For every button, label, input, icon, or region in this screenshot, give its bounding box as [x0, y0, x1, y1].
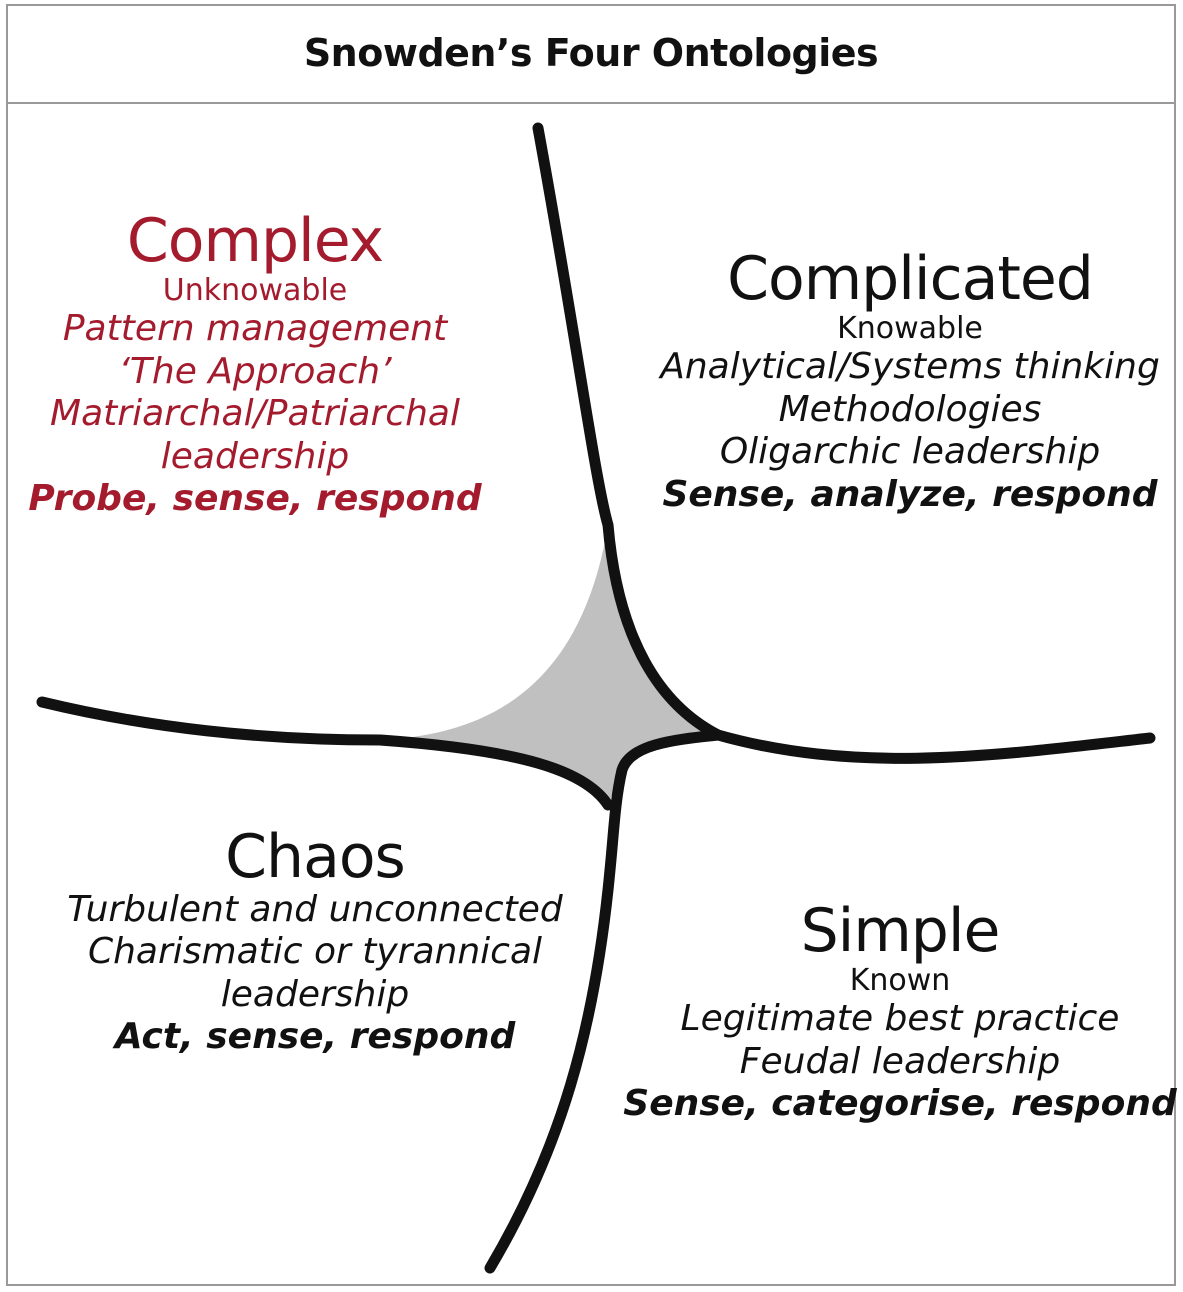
complicated-action: Sense, analyze, respond [662, 473, 1158, 515]
diagram-title: Snowden’s Four Ontologies [303, 31, 879, 75]
simple-knowledge: Known [849, 963, 951, 998]
complicated-line: Analytical/Systems thinking [660, 346, 1160, 388]
upper-boundary-line [532, 122, 1156, 764]
simple-action: Sense, categorise, respond [623, 1083, 1177, 1125]
simple-line: Feudal leadership [739, 1040, 1061, 1082]
complicated-quadrant: Complicated Knowable Analytical/Systems … [640, 248, 1180, 516]
complicated-knowledge: Knowable [837, 311, 983, 346]
simple-line: Legitimate best practice [680, 998, 1120, 1040]
complex-action: Probe, sense, respond [28, 478, 482, 520]
complex-line: Matriarchal/Patriarchal [50, 393, 460, 435]
chaos-line: Turbulent and unconnected [67, 889, 563, 930]
complex-line: leadership [160, 435, 350, 477]
simple-quadrant: Simple Known Legitimate best practice Fe… [610, 900, 1183, 1126]
simple-name: Simple [800, 896, 1001, 966]
chaos-line: leadership [220, 973, 410, 1015]
complicated-name: Complicated [727, 244, 1094, 314]
chaos-name: Chaos [225, 822, 406, 892]
chaos-quadrant: Chaos Turbulent and unconnected Charisma… [45, 826, 585, 1059]
left-boundary-line [36, 696, 614, 811]
complex-name: Complex [126, 206, 384, 276]
complex-knowledge: Unknowable [162, 273, 348, 308]
complicated-line: Methodologies [778, 388, 1042, 430]
complicated-line: Oligarchic leadership [719, 431, 1101, 473]
complex-quadrant: Complex Unknowable Pattern management ‘T… [20, 210, 490, 521]
complex-line: ‘The Approach’ [118, 350, 392, 392]
central-disorder-region [380, 525, 718, 805]
header-bar: Snowden’s Four Ontologies [6, 4, 1176, 104]
lower-boundary-line [484, 729, 724, 1274]
complex-line: Pattern management [62, 308, 448, 350]
chaos-line: Charismatic or tyrannical [87, 931, 543, 973]
chaos-action: Act, sense, respond [114, 1016, 516, 1058]
